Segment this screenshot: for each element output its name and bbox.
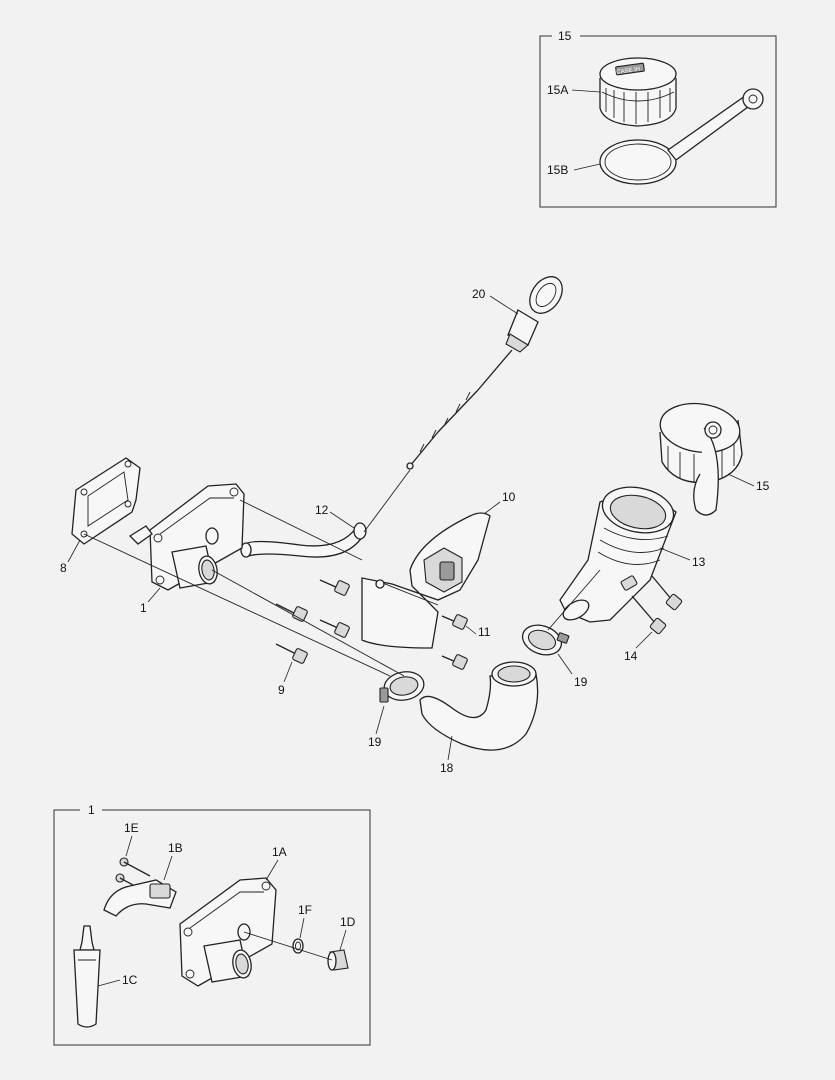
callout-19-lower: 19 [368,735,382,749]
callout-1: 1 [140,601,147,615]
bolts-11 [441,614,468,670]
bolts-9 [275,579,350,664]
hose-clamp-19-lower [379,671,425,703]
callout-20: 20 [472,287,486,301]
callout-1c: 1C [122,973,138,987]
callout-11: 11 [478,625,491,639]
o-ring-1f [292,938,304,954]
assembly-guide-lines [83,469,601,677]
callout-19-upper: 19 [574,675,588,689]
callout-15a: 15A [547,83,568,97]
callout-15-detail-title: 15 [558,29,572,43]
callout-10: 10 [502,490,516,504]
callout-1-detail-title: 1 [88,803,95,817]
plug-1d [327,949,349,971]
callout-8: 8 [60,561,67,575]
callout-12: 12 [315,503,329,517]
screws-1e [115,857,151,893]
callout-1b: 1B [168,841,183,855]
callout-14: 14 [624,649,638,663]
callout-1f: 1F [298,903,312,917]
dipstick-20 [406,276,563,470]
callout-1d: 1D [340,915,356,929]
gasket-8 [71,457,141,545]
callout-18: 18 [440,761,454,775]
cap-emblem: CASE IH [616,67,641,76]
fuel-cap-15a: CASE IH [599,57,677,127]
filler-neck-13 [559,486,677,623]
cap-strap-15b [599,88,764,185]
callout-1a: 1A [272,845,287,859]
callout-13: 13 [692,555,706,569]
fuel-cap-15 [659,402,743,516]
callout-9: 9 [278,683,285,697]
callout-1e: 1E [124,821,139,835]
dipstick-tube-12 [240,522,367,558]
callout-15: 15 [756,479,770,493]
bolts-14 [631,575,683,635]
fitting-1b [103,879,177,917]
detail-box-15: 15 CASE IH 15A 15B [539,29,777,208]
sealant-tube-1c [73,925,101,1028]
fuel-hose-18 [419,661,539,751]
filler-housing-1 [128,483,245,591]
detail-box-1: 1 1E 1B 1A [53,803,371,1046]
hose-clamp-19-upper [521,624,570,656]
housing-1a [179,877,277,987]
callout-15b: 15B [547,163,568,177]
bracket-10 [361,512,491,649]
